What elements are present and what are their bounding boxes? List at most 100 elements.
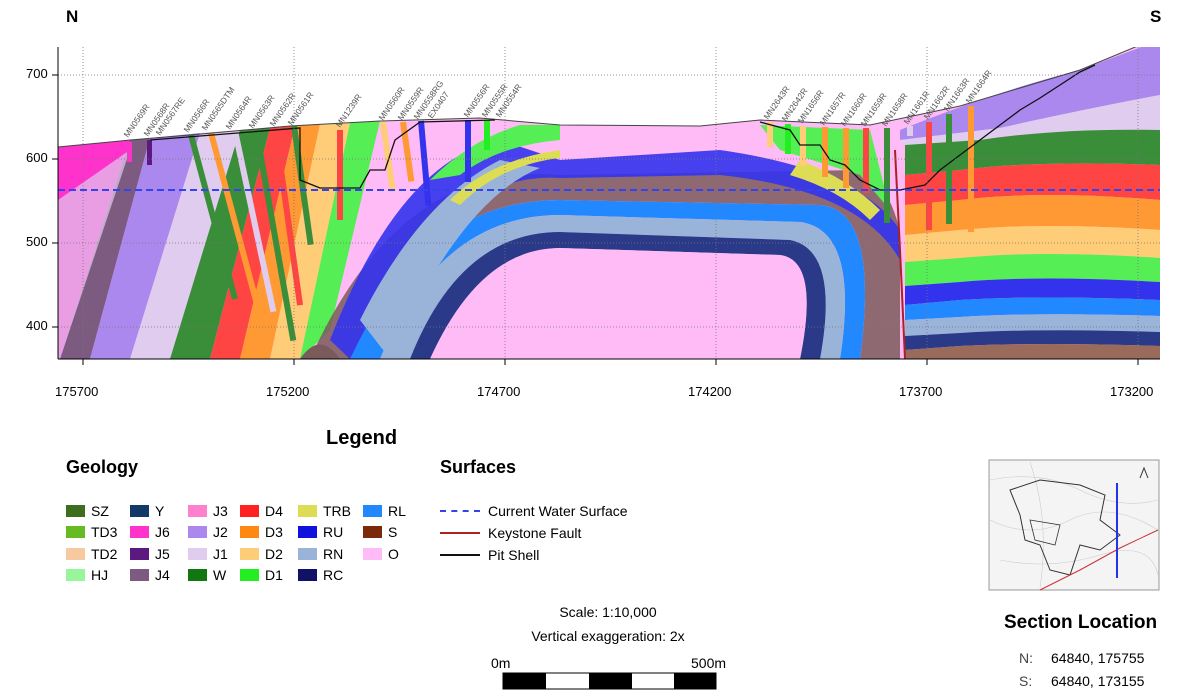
keystone-fault-line bbox=[894, 149, 906, 359]
y-tick-label: 500 bbox=[26, 234, 48, 249]
legend-swatch bbox=[130, 526, 149, 538]
legend-label: RC bbox=[323, 567, 344, 583]
legend-label: J6 bbox=[155, 524, 170, 540]
legend-swatch bbox=[66, 569, 85, 581]
legend-label: J5 bbox=[155, 546, 170, 562]
legend-swatch bbox=[298, 548, 317, 560]
legend-label: RL bbox=[388, 503, 406, 519]
legend-label: HJ bbox=[91, 567, 109, 583]
legend-title: Legend bbox=[326, 427, 398, 449]
surface-legend-item: Pit Shell bbox=[440, 546, 539, 564]
legend-label: D4 bbox=[265, 503, 283, 519]
scale-text: Scale: 1:10,000 bbox=[559, 604, 657, 620]
legend-label: TRB bbox=[323, 503, 351, 519]
geology-layers bbox=[58, 47, 1160, 359]
legend-swatch bbox=[130, 569, 149, 581]
geology-legend-item: D4 bbox=[240, 502, 283, 520]
geology-legend-item: J2 bbox=[188, 523, 228, 541]
legend-swatch bbox=[298, 505, 317, 517]
legend-label: D2 bbox=[265, 546, 283, 562]
geology-legend-item: SZ bbox=[66, 502, 109, 520]
surface-line-swatch bbox=[440, 532, 480, 534]
geology-legend-item: W bbox=[188, 566, 226, 584]
legend-swatch bbox=[240, 505, 259, 517]
vertical-exaggeration-text: Vertical exaggeration: 2x bbox=[531, 628, 685, 644]
legend-swatch bbox=[240, 526, 259, 538]
x-tick-label: 174200 bbox=[688, 384, 732, 399]
x-tick-label: 173200 bbox=[1110, 384, 1154, 399]
legend-swatch bbox=[298, 569, 317, 581]
south-coord-value: 64840, 173155 bbox=[1051, 673, 1145, 689]
x-tick-label: 175200 bbox=[266, 384, 310, 399]
surface-label: Pit Shell bbox=[488, 547, 540, 563]
surface-line-swatch bbox=[440, 510, 480, 512]
north-coord-value: 64840, 175755 bbox=[1051, 650, 1145, 666]
y-tick-label: 700 bbox=[26, 66, 48, 81]
legend-swatch bbox=[130, 548, 149, 560]
legend-swatch bbox=[66, 526, 85, 538]
geology-legend-item: J6 bbox=[130, 523, 170, 541]
north-direction-label: N bbox=[66, 7, 79, 26]
geology-legend-item: O bbox=[363, 545, 399, 563]
layer-d1 bbox=[300, 121, 380, 359]
geology-legend-item: J5 bbox=[130, 545, 170, 563]
legend-label: D1 bbox=[265, 567, 283, 583]
south-coord-label: S: bbox=[1019, 673, 1033, 689]
geology-legend-item: HJ bbox=[66, 566, 108, 584]
legend-swatch bbox=[240, 569, 259, 581]
grid-lines bbox=[58, 47, 1160, 359]
geology-legend-item: TD3 bbox=[66, 523, 117, 541]
layer-d4 bbox=[210, 126, 295, 359]
legend-label: J1 bbox=[213, 546, 228, 562]
layer-j1 bbox=[130, 130, 240, 359]
geology-legend-item: S bbox=[363, 523, 397, 541]
legend-swatch bbox=[188, 548, 207, 560]
legend-swatch bbox=[66, 505, 85, 517]
legend-swatch bbox=[363, 526, 382, 538]
north-coord-label: N: bbox=[1019, 650, 1033, 666]
legend-label: TD3 bbox=[91, 524, 118, 540]
x-tick-label: 175700 bbox=[55, 384, 99, 399]
geology-legend-item: J4 bbox=[130, 566, 170, 584]
geology-legend-item: J1 bbox=[188, 545, 228, 563]
legend-label: Y bbox=[155, 503, 165, 519]
surface-legend-item: Keystone Fault bbox=[440, 524, 581, 542]
geology-legend-title: Geology bbox=[66, 457, 139, 477]
legend-label: J2 bbox=[213, 524, 228, 540]
section-location-title: Section Location bbox=[1004, 612, 1158, 633]
scale-bar bbox=[502, 672, 717, 690]
legend-label: S bbox=[388, 524, 398, 540]
surface-label: Keystone Fault bbox=[488, 525, 582, 541]
y-tick-label: 400 bbox=[26, 318, 48, 333]
legend-swatch bbox=[240, 548, 259, 560]
legend-swatch bbox=[188, 569, 207, 581]
geology-legend-item: RL bbox=[363, 502, 406, 520]
drillhole-traces bbox=[127, 106, 974, 342]
legend-swatch bbox=[66, 548, 85, 560]
geology-legend-item: Y bbox=[130, 502, 164, 520]
geology-legend-item: TRB bbox=[298, 502, 351, 520]
legend-swatch bbox=[298, 526, 317, 538]
surface-label: Current Water Surface bbox=[488, 503, 628, 519]
legend-label: W bbox=[213, 567, 227, 583]
legend-label: RN bbox=[323, 546, 344, 562]
legend-swatch bbox=[188, 505, 207, 517]
geology-legend-item: RU bbox=[298, 523, 343, 541]
surface-line-swatch bbox=[440, 554, 480, 556]
x-tick-label: 174700 bbox=[477, 384, 521, 399]
legend-label: D3 bbox=[265, 524, 283, 540]
scale-bar-start-label: 0m bbox=[491, 655, 511, 671]
geology-legend-item: J3 bbox=[188, 502, 228, 520]
geology-legend-item: D3 bbox=[240, 523, 283, 541]
legend-label: O bbox=[388, 546, 399, 562]
legend-label: J3 bbox=[213, 503, 228, 519]
legend-swatch bbox=[363, 548, 382, 560]
x-tick-label: 173700 bbox=[899, 384, 943, 399]
legend-swatch bbox=[188, 526, 207, 538]
legend-swatch bbox=[130, 505, 149, 517]
y-tick-label: 600 bbox=[26, 150, 48, 165]
geology-legend-item: RC bbox=[298, 566, 343, 584]
legend-swatch bbox=[363, 505, 382, 517]
pit-shell-line bbox=[149, 64, 1096, 191]
